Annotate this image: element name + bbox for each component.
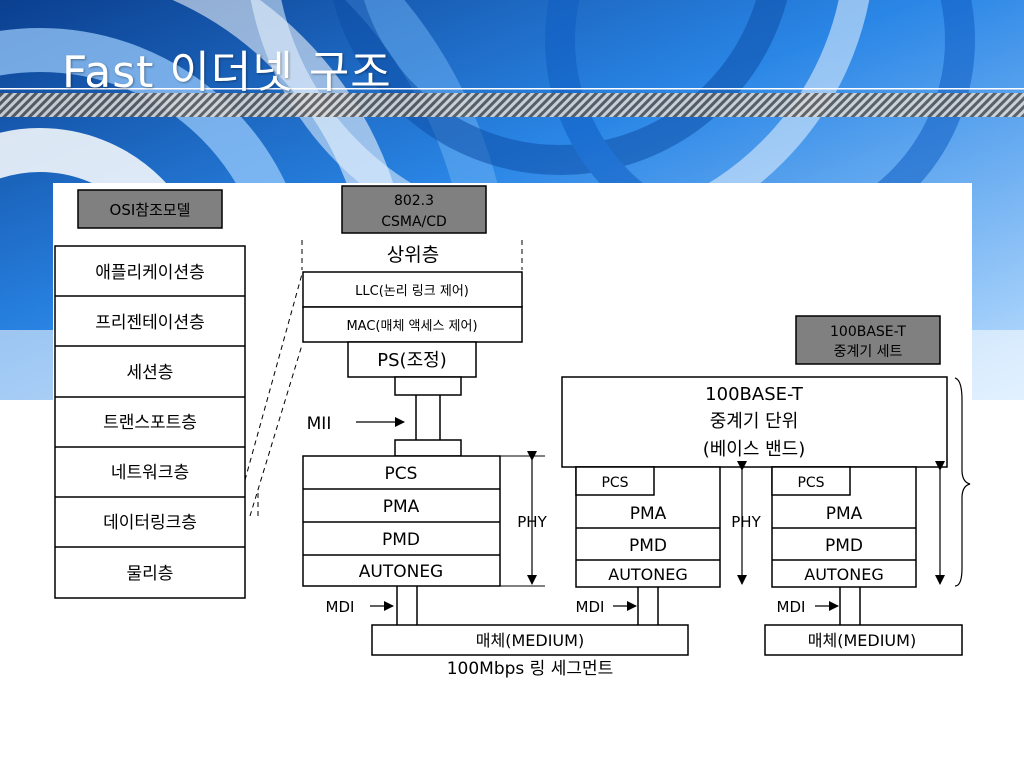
phy-layer-pmd: PMD bbox=[382, 530, 420, 550]
osi-layer-session: 세션층 bbox=[127, 363, 174, 383]
osi-layer-datalink: 데이터링크층 bbox=[103, 513, 197, 533]
medium-label-right: 매체(MEDIUM) bbox=[808, 631, 916, 650]
llc-label: LLC(논리 링크 제어) bbox=[355, 284, 469, 299]
phy-label-left: PHY bbox=[517, 513, 547, 531]
phy-layer-pcs: PCS bbox=[385, 464, 418, 484]
repeater-autoneg-right: AUTONEG bbox=[804, 565, 884, 584]
phy-layer-autoneg: AUTONEG bbox=[359, 562, 443, 582]
repeater-autoneg-left: AUTONEG bbox=[608, 565, 688, 584]
repeater-set-line2: 중계기 세트 bbox=[834, 344, 903, 360]
repeater-unit-box bbox=[561, 376, 948, 468]
osi-layer-physical: 물리층 bbox=[127, 564, 174, 584]
repeater-unit-line2: 중계기 단위 bbox=[710, 411, 799, 432]
phy-stack-left bbox=[302, 455, 501, 587]
medium-box-left bbox=[371, 624, 689, 656]
phy-label-middle: PHY bbox=[731, 513, 761, 531]
repeater-pma-left: PMA bbox=[630, 504, 667, 524]
repeater-pma-right: PMA bbox=[826, 504, 863, 524]
osi-layer-stack bbox=[54, 245, 246, 599]
phy-layer-pma: PMA bbox=[383, 497, 420, 517]
ieee-header-line2: CSMA/CD bbox=[381, 214, 447, 230]
repeater-pcs-right: PCS bbox=[797, 475, 824, 491]
mdi-label-left: MDI bbox=[326, 598, 355, 616]
medium-label-left: 매체(MEDIUM) bbox=[476, 631, 584, 650]
osi-layer-network: 네트워크층 bbox=[111, 463, 189, 483]
slide-title: Fast 이더넷 구조 bbox=[62, 47, 392, 98]
osi-header: OSI참조모델 bbox=[110, 201, 191, 219]
repeater-set-header-box bbox=[795, 315, 941, 365]
ieee-8023-stack bbox=[302, 185, 689, 656]
osi-reference-model bbox=[54, 189, 246, 599]
repeater-set bbox=[561, 315, 963, 656]
repeater-pcs-left: PCS bbox=[601, 475, 628, 491]
repeater-set-line1: 100BASE-T bbox=[830, 324, 906, 340]
repeater-pmd-right: PMD bbox=[825, 536, 863, 556]
segment-label: 100Mbps 링 세그먼트 bbox=[447, 659, 614, 679]
mii-label: MII bbox=[307, 414, 332, 434]
repeater-unit-line3: (베이스 밴드) bbox=[703, 439, 806, 460]
upper-layer-label: 상위층 bbox=[387, 244, 439, 266]
osi-mapping-lines bbox=[244, 240, 523, 517]
ps-label: PS(조정) bbox=[377, 350, 446, 371]
ieee-labels: 802.3 CSMA/CD 상위층 LLC(논리 링크 제어) MAC(매체 액… bbox=[307, 193, 614, 679]
mdi-label-middle: MDI bbox=[576, 598, 605, 616]
osi-header-box bbox=[77, 189, 223, 229]
mac-label: MAC(매체 액세스 제어) bbox=[346, 319, 477, 334]
ieee-header-box bbox=[341, 185, 487, 234]
ieee-header-line1: 802.3 bbox=[394, 193, 434, 209]
medium-box-right bbox=[764, 624, 963, 656]
ps-box bbox=[347, 341, 477, 378]
mdi-label-right: MDI bbox=[777, 598, 806, 616]
repeater-labels: 100BASE-T 중계기 세트 100BASE-T 중계기 단위 (베이스 밴… bbox=[576, 324, 917, 650]
mac-box bbox=[302, 306, 523, 343]
osi-layer-application: 애플리케이션층 bbox=[95, 263, 204, 283]
osi-layer-transport: 트랜스포트층 bbox=[103, 413, 197, 433]
osi-layer-presentation: 프리젠테이션층 bbox=[95, 313, 204, 333]
llc-box bbox=[302, 271, 523, 308]
osi-labels: OSI참조모델 애플리케이션층 프리젠테이션층 세션층 트랜스포트층 네트워크층… bbox=[95, 201, 204, 584]
repeater-pmd-left: PMD bbox=[629, 536, 667, 556]
repeater-unit-line1: 100BASE-T bbox=[705, 384, 804, 405]
repeater-brace bbox=[954, 377, 971, 587]
